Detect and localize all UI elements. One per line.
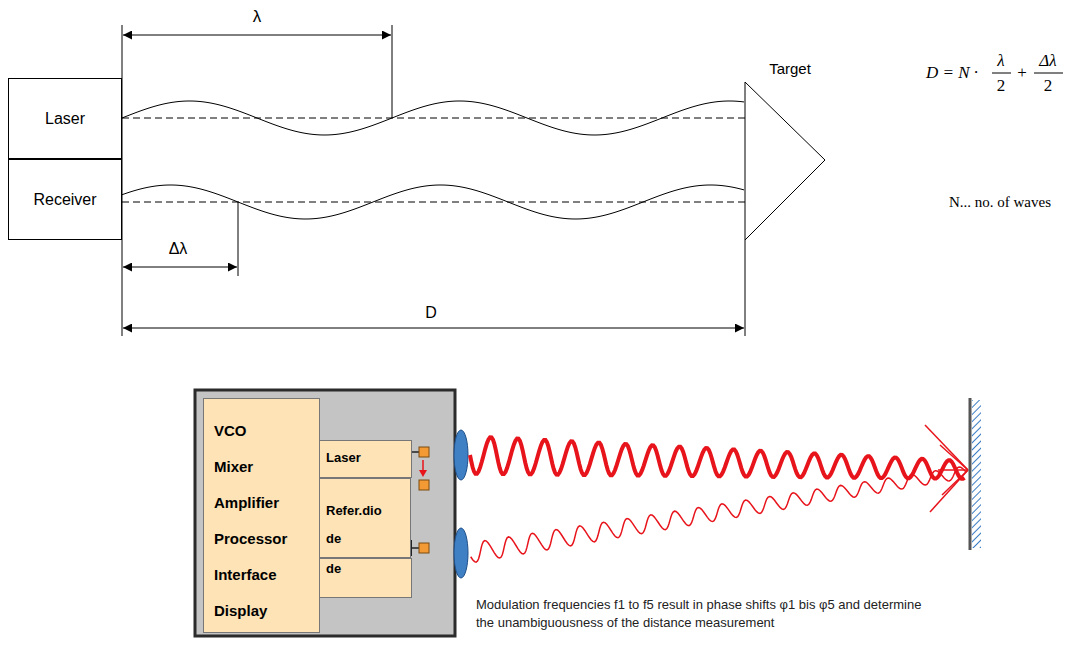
formula-denominator: 2 bbox=[997, 77, 1006, 96]
receiver-axis bbox=[122, 202, 745, 203]
extension-line bbox=[238, 202, 239, 276]
waves bbox=[122, 101, 744, 219]
mirror-hatch bbox=[972, 400, 981, 548]
box-label: de bbox=[326, 561, 407, 577]
extension-line bbox=[745, 82, 746, 336]
formula-note: N... no. of waves bbox=[949, 194, 1051, 211]
laser-axis bbox=[122, 118, 745, 119]
return-beam bbox=[471, 467, 966, 562]
outgoing-beam bbox=[470, 437, 965, 479]
box-label: Refer.dio de bbox=[326, 497, 396, 553]
lens bbox=[454, 430, 468, 480]
device-housing bbox=[195, 390, 455, 636]
formula-denominator: 2 bbox=[1044, 77, 1053, 96]
ray bbox=[930, 470, 968, 512]
formula-term: D = N · bbox=[926, 64, 978, 83]
box-label: Laser bbox=[326, 450, 407, 466]
wavelength-symbol: λ bbox=[253, 8, 262, 27]
reflection-rays bbox=[925, 425, 968, 512]
delta-symbol: Δλ bbox=[169, 240, 188, 258]
laser-beams bbox=[470, 437, 966, 562]
ray bbox=[925, 425, 968, 470]
receiver-panel: de bbox=[319, 558, 412, 598]
function-item: Mixer bbox=[214, 449, 315, 485]
function-item: Interface bbox=[214, 557, 315, 593]
function-item: Display bbox=[214, 593, 315, 629]
ray bbox=[940, 445, 968, 470]
ray bbox=[942, 470, 968, 495]
formula-numerator: λ bbox=[997, 52, 1004, 71]
diode-lead bbox=[411, 451, 419, 453]
laser-wave bbox=[122, 101, 744, 135]
receiver-box: Receiver bbox=[8, 159, 122, 240]
receiver-wave bbox=[122, 185, 744, 219]
wavelength-arrow bbox=[123, 35, 391, 36]
distance-symbol: D bbox=[425, 304, 437, 322]
formula-numerator: Δλ bbox=[1039, 52, 1056, 71]
caption: Modulation frequencies f1 to f5 result i… bbox=[476, 596, 926, 632]
function-item: Processor bbox=[214, 521, 315, 557]
electronics-panel: VCOMixerAmplifierProcessorInterfaceDispl… bbox=[203, 398, 320, 633]
fraction-bar bbox=[992, 73, 1011, 74]
laser-panel: Laser bbox=[319, 440, 412, 478]
components bbox=[411, 430, 468, 578]
target-shape bbox=[745, 82, 825, 240]
fraction-bar bbox=[1034, 73, 1063, 74]
ray bbox=[938, 469, 968, 471]
target-label: Target bbox=[769, 61, 811, 78]
box-label: Laser bbox=[45, 109, 85, 129]
function-item: VCO bbox=[214, 413, 315, 449]
formula-operator: + bbox=[1017, 64, 1027, 83]
box-label: Receiver bbox=[33, 190, 96, 210]
laser-box: Laser bbox=[8, 78, 122, 159]
extension-line bbox=[392, 25, 393, 118]
distance-arrow bbox=[123, 328, 744, 329]
laser-diode bbox=[419, 447, 429, 457]
delta-arrow bbox=[123, 267, 237, 268]
lens bbox=[454, 528, 468, 578]
receiver-diode bbox=[419, 543, 429, 553]
reference-diode-panel: Refer.dio de bbox=[319, 478, 411, 558]
mirror bbox=[969, 398, 972, 550]
reference-beam-head bbox=[419, 470, 427, 477]
function-item: Amplifier bbox=[214, 485, 315, 521]
diode-lead bbox=[411, 547, 419, 549]
dimension-lines bbox=[122, 25, 1063, 336]
reference-diode bbox=[419, 480, 429, 490]
